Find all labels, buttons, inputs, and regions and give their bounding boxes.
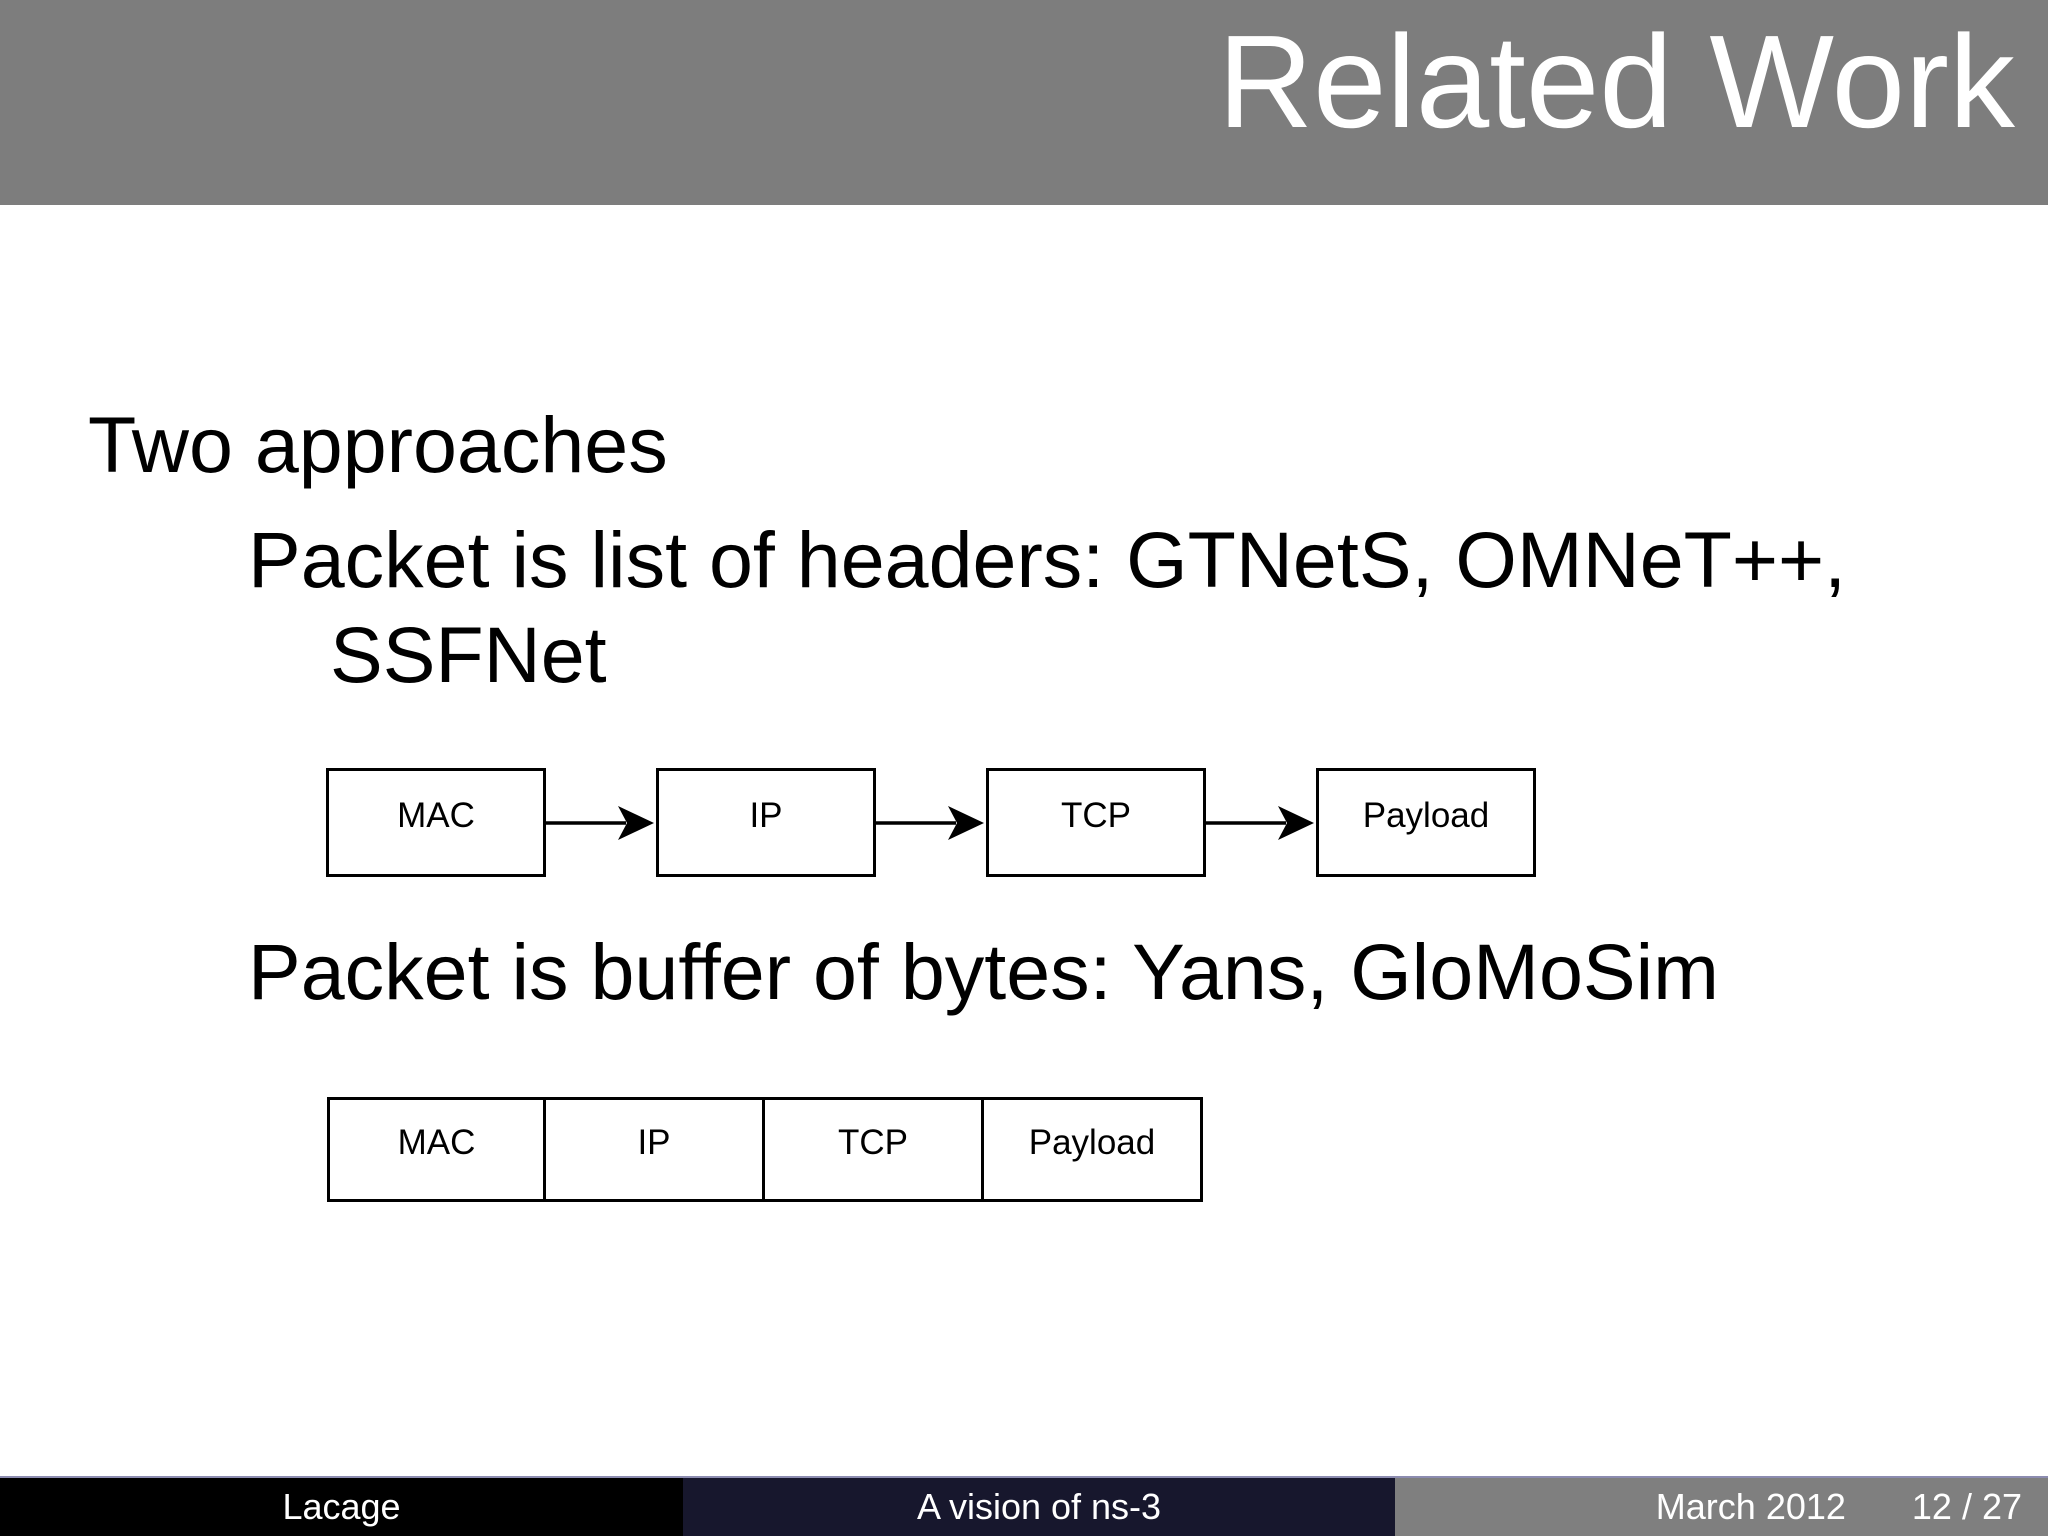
header-box-payload-label: Payload: [1362, 795, 1490, 835]
footer-bar: Lacage A vision of ns-3 March 2012 12 / …: [0, 1476, 2048, 1536]
footer-talk-title-segment: A vision of ns-3: [683, 1478, 1395, 1536]
buffer-cell-mac: MAC: [327, 1097, 546, 1202]
slide-title-bar: Related Work: [0, 0, 2048, 205]
header-box-mac: MAC: [326, 768, 546, 877]
footer-page-number: 12 / 27: [1911, 1486, 2022, 1527]
buffer-cell-tcp-label: TCP: [838, 1122, 908, 1162]
buffer-cell-tcp: TCP: [765, 1097, 984, 1202]
diagram-header-list: MAC IP TCP Payload: [326, 768, 1536, 877]
footer-talk-title: A vision of ns-3: [916, 1486, 1162, 1527]
footer-author-segment: Lacage: [0, 1478, 683, 1536]
body-item-headers-line2: SSFNet: [330, 610, 607, 699]
footer-author: Lacage: [282, 1486, 401, 1527]
slide-title: Related Work: [1217, 8, 2015, 155]
arrow-right-icon: [1206, 768, 1316, 877]
buffer-cell-payload-label: Payload: [1028, 1122, 1156, 1162]
header-box-tcp-label: TCP: [1061, 795, 1131, 835]
buffer-cell-ip-label: IP: [637, 1122, 671, 1162]
header-box-ip-label: IP: [749, 795, 783, 835]
header-box-mac-label: MAC: [397, 795, 475, 835]
buffer-cell-mac-label: MAC: [397, 1122, 476, 1162]
body-item-buffer: Packet is buffer of bytes: Yans, GloMoSi…: [248, 927, 1719, 1016]
buffer-cell-payload: Payload: [984, 1097, 1203, 1202]
header-box-tcp: TCP: [986, 768, 1206, 877]
header-box-payload: Payload: [1316, 768, 1536, 877]
arrow-right-icon: [876, 768, 986, 877]
buffer-cell-ip: IP: [546, 1097, 765, 1202]
arrow-right-icon: [546, 768, 656, 877]
footer-date: March 2012: [1655, 1486, 1846, 1527]
header-box-ip: IP: [656, 768, 876, 877]
diagram-byte-buffer: MAC IP TCP Payload: [327, 1097, 1203, 1202]
body-heading: Two approaches: [88, 400, 668, 489]
body-item-headers-line1: Packet is list of headers: GTNetS, OMNeT…: [248, 515, 1847, 604]
footer-date-page-segment: March 2012 12 / 27: [1395, 1478, 2048, 1536]
